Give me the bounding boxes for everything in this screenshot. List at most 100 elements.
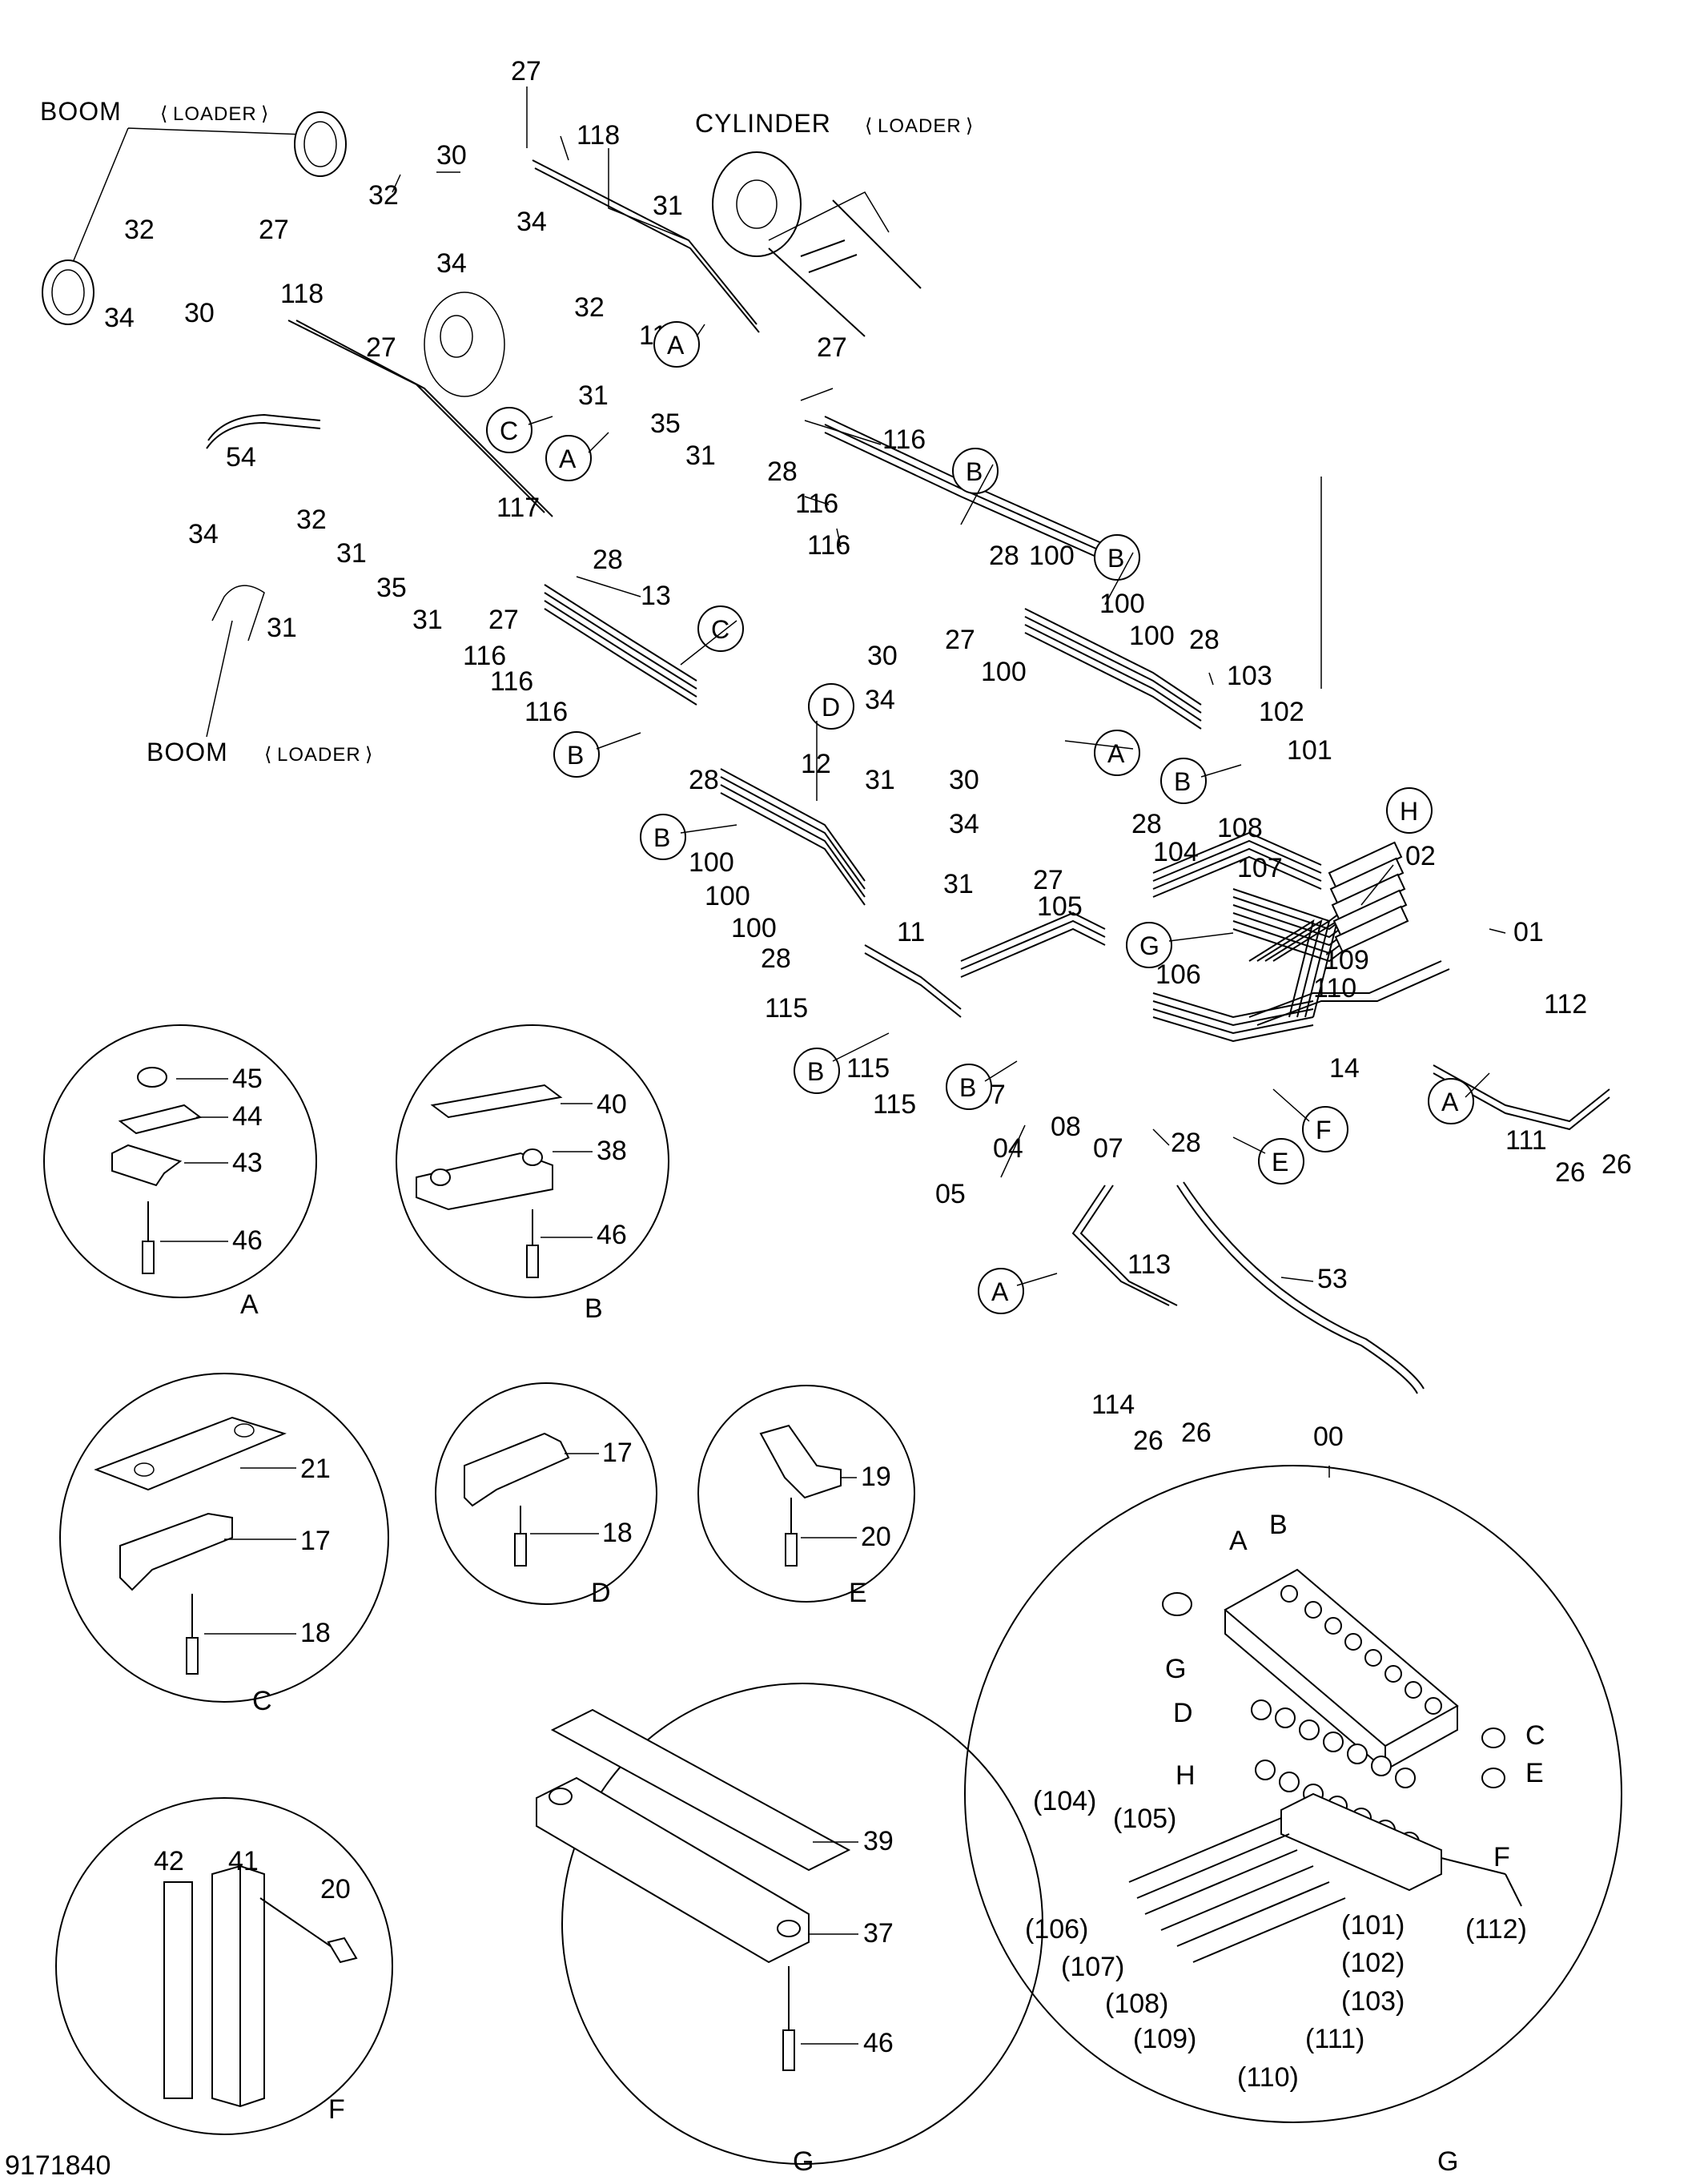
- callout-30: 30: [436, 140, 467, 171]
- callout-28: 28: [689, 765, 719, 795]
- svg-text:B: B: [959, 1073, 976, 1102]
- callout-27: 27: [817, 332, 847, 363]
- tag-F: F: [1302, 1106, 1348, 1152]
- pipe-112: [1433, 1064, 1610, 1123]
- detail-g2-callout-109: (109): [1133, 2024, 1196, 2054]
- callout-116: 116: [524, 697, 568, 727]
- detail-g2-callout-107: (107): [1061, 1952, 1124, 1982]
- callout-00: 00: [1313, 1422, 1344, 1452]
- detail-g2-label-a: A: [1229, 1526, 1248, 1556]
- tag-B: B: [946, 1064, 992, 1110]
- detail-g-callout-46: 46: [863, 2028, 894, 2058]
- callout-08: 08: [1051, 1112, 1081, 1142]
- tag-B: B: [794, 1048, 840, 1094]
- callout-30: 30: [867, 641, 898, 671]
- callout-115: 115: [873, 1089, 916, 1120]
- callout-116: 116: [463, 641, 506, 671]
- callout-35: 35: [376, 573, 407, 603]
- detail-e-callout-20: 20: [861, 1522, 891, 1552]
- svg-text:A: A: [667, 331, 685, 360]
- boom-bottom-leader: [206, 620, 233, 738]
- boom-pin-ring-top: [294, 111, 347, 177]
- callout-100: 100: [689, 847, 734, 878]
- tag-C: C: [486, 407, 532, 453]
- title-boom-top: BOOM ⟨ LOADER ⟩: [40, 97, 269, 126]
- detail-g2-callout-112: (112): [1465, 1914, 1527, 1945]
- detail-e-caption: E: [849, 1578, 867, 1608]
- callout-26: 26: [1133, 1426, 1163, 1456]
- manifold-fittings: [1280, 1585, 1442, 1715]
- callout-116: 116: [490, 666, 533, 697]
- callout-117: 117: [496, 493, 540, 523]
- callout-105: 105: [1037, 891, 1083, 922]
- svg-text:B: B: [807, 1057, 824, 1086]
- leader-lines: [392, 86, 1506, 1478]
- svg-text:A: A: [559, 444, 577, 473]
- tag-B: B: [1160, 758, 1207, 804]
- callout-34: 34: [188, 519, 219, 549]
- callout-32: 32: [296, 505, 327, 535]
- svg-text:A: A: [991, 1277, 1009, 1306]
- callout-28: 28: [767, 457, 798, 487]
- tag-D: D: [808, 683, 854, 730]
- detail-d-callout-18: 18: [602, 1518, 633, 1548]
- tag-B: B: [1094, 534, 1140, 581]
- svg-text:⟨: ⟨: [160, 103, 168, 125]
- callout-115: 115: [765, 993, 808, 1024]
- callout-31: 31: [336, 538, 367, 569]
- callout-07: 07: [1093, 1133, 1123, 1164]
- detail-g2-label-f: F: [1493, 1842, 1510, 1872]
- tag-A: A: [545, 435, 592, 481]
- svg-text:CYLINDER: CYLINDER: [695, 109, 831, 138]
- svg-text:BOOM: BOOM: [147, 738, 228, 766]
- circle-tags: A A C B B C B D: [486, 321, 1474, 1314]
- svg-text:B: B: [1107, 544, 1124, 573]
- detail-c-callout-21: 21: [300, 1454, 331, 1484]
- tag-E: E: [1258, 1138, 1304, 1185]
- detail-E: 19 20 E: [697, 1385, 915, 1608]
- pipe-bundle-lower-right: [960, 831, 1362, 1043]
- detail-G-rail: 39 37 46 G: [536, 1683, 1043, 2177]
- detail-b-callout-46: 46: [597, 1220, 627, 1250]
- svg-text:⟩: ⟩: [261, 103, 269, 125]
- callout-116: 116: [807, 530, 850, 561]
- callout-113: 113: [1127, 1249, 1171, 1280]
- svg-text:G: G: [1139, 931, 1159, 960]
- callout-107: 107: [1237, 853, 1283, 883]
- detail-c-callout-18: 18: [300, 1618, 331, 1648]
- callout-31: 31: [685, 440, 716, 471]
- callout-112: 112: [1544, 989, 1587, 1020]
- callout-12: 12: [801, 749, 831, 779]
- callout-100: 100: [705, 881, 750, 911]
- callout-32: 32: [368, 180, 399, 211]
- callout-27: 27: [945, 625, 975, 655]
- detail-d-callout-17: 17: [602, 1438, 633, 1468]
- callout-34: 34: [516, 207, 547, 237]
- callout-34: 34: [436, 248, 467, 279]
- detail-d-caption: D: [591, 1578, 611, 1608]
- callout-27: 27: [488, 605, 519, 635]
- callout-27: 27: [259, 215, 289, 245]
- callout-102: 102: [1259, 697, 1304, 727]
- detail-a-callout-46: 46: [232, 1225, 263, 1256]
- detail-B: 40 38 46 B: [396, 1024, 669, 1324]
- callout-30: 30: [184, 298, 215, 328]
- detail-A: 45 44 43 46 A: [43, 1024, 317, 1320]
- svg-text:⟩: ⟩: [966, 115, 974, 137]
- callout-27: 27: [366, 332, 396, 363]
- tag-A: A: [1094, 730, 1140, 776]
- callout-05: 05: [935, 1179, 966, 1209]
- callout-01: 01: [1513, 917, 1544, 947]
- callout-27: 27: [1033, 865, 1063, 895]
- callout-111: 111: [1505, 1125, 1547, 1156]
- callout-26: 26: [1555, 1157, 1585, 1188]
- callout-26: 26: [1181, 1418, 1212, 1448]
- callout-04: 04: [993, 1133, 1023, 1164]
- detail-g2-callout-102: (102): [1341, 1948, 1405, 1978]
- fitting-row-d: [1251, 1699, 1416, 1788]
- detail-g2-label-h: H: [1176, 1760, 1196, 1791]
- tag-B: B: [952, 448, 999, 494]
- loader-cylinder: [712, 151, 922, 337]
- tag-A: A: [653, 321, 700, 368]
